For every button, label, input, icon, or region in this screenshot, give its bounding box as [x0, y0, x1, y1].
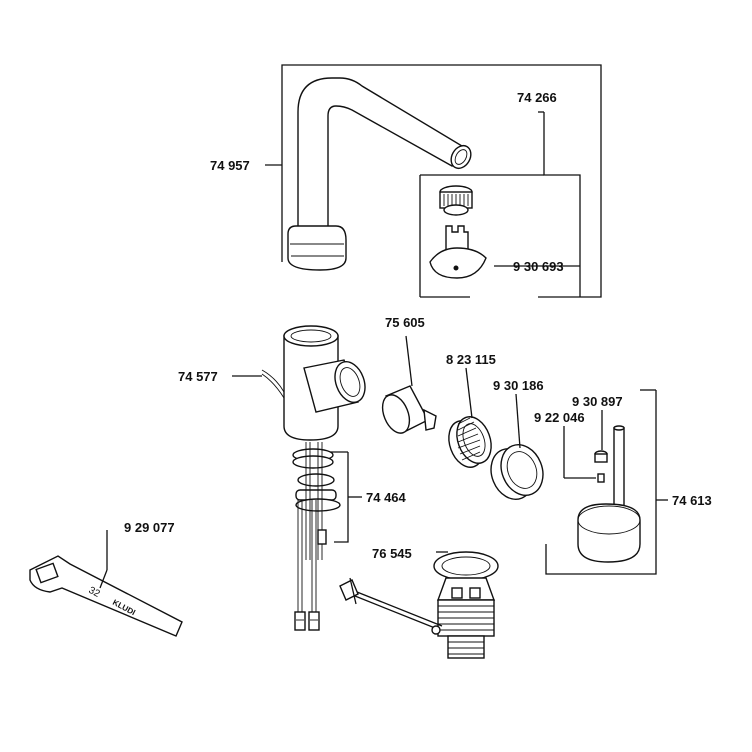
cover-part [490, 393, 544, 500]
label-wrench: 9 29 077 [124, 520, 175, 535]
wrench-size-text: 32 [87, 585, 102, 600]
handle-group-frame [545, 389, 668, 575]
label-handle-group: 74 613 [672, 493, 712, 508]
label-spout: 74 957 [210, 158, 250, 173]
label-cover: 9 30 186 [493, 378, 544, 393]
label-drain: 76 545 [372, 546, 412, 561]
body-part [232, 325, 366, 441]
label-body: 74 577 [178, 369, 218, 384]
label-spout-group: 74 266 [517, 90, 557, 105]
nut-part [448, 367, 492, 468]
aerator-key-part [429, 225, 487, 279]
drain-part [339, 551, 499, 659]
spout-group-frame [265, 64, 602, 298]
cartridge-part [381, 335, 437, 434]
label-aerator: 9 30 693 [513, 259, 564, 274]
label-nut: 8 23 115 [446, 352, 496, 367]
screw-cap-part [594, 450, 608, 463]
mounting-kit-part [292, 442, 362, 631]
label-mounting: 74 464 [366, 490, 407, 505]
label-cartridge: 75 605 [385, 315, 425, 330]
spout-part [287, 77, 472, 271]
set-screw-part [597, 473, 605, 483]
label-set-screw: 9 22 046 [534, 410, 585, 425]
aerator-insert-part [439, 185, 473, 216]
wrench-part [29, 530, 183, 637]
label-screw-cap: 9 30 897 [572, 394, 623, 409]
handle-part [577, 425, 641, 563]
